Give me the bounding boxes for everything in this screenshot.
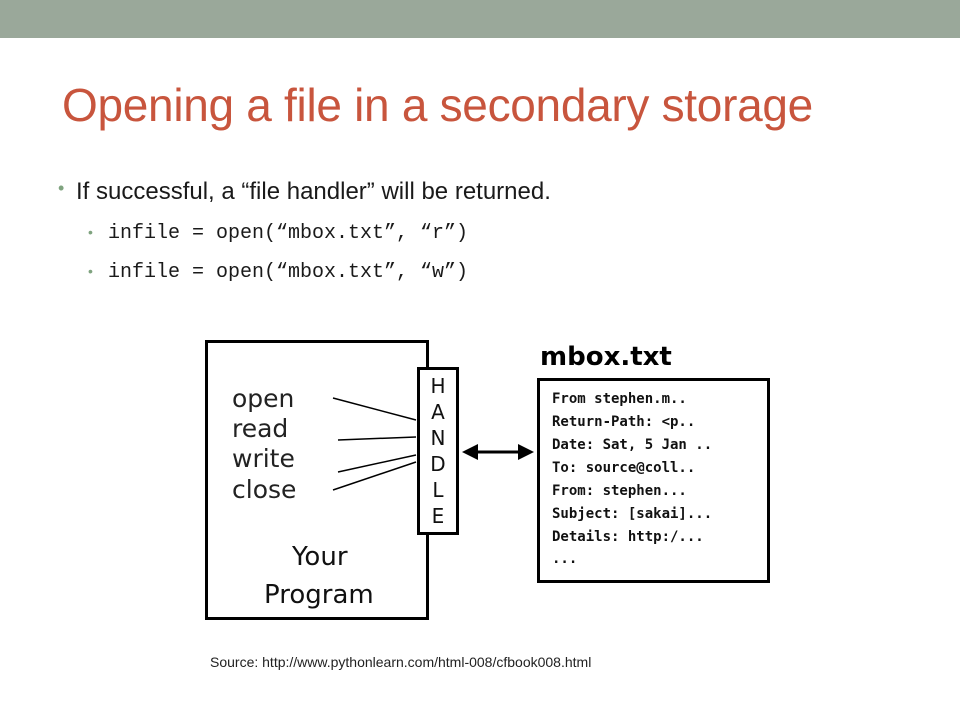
- slide-title: Opening a file in a secondary storage: [62, 79, 813, 131]
- arrow-head-left-icon: [462, 444, 478, 460]
- operation-open: open: [232, 384, 295, 413]
- handle-letter: L: [432, 478, 444, 502]
- handle-letter: H: [430, 374, 446, 398]
- file-line: Details: http:/...: [552, 529, 704, 545]
- source-citation: Source: http://www.pythonlearn.com/html-…: [210, 654, 592, 670]
- connector-close: [332, 461, 417, 491]
- program-box: [205, 340, 429, 620]
- handle-letter: D: [430, 452, 446, 476]
- file-line: Date: Sat, 5 Jan ..: [552, 437, 713, 453]
- handle-letter: A: [431, 400, 445, 424]
- top-accent-bar: [0, 0, 960, 38]
- operation-close: close: [232, 475, 297, 504]
- connector-write: [337, 454, 417, 473]
- bullet-main-text: If successful, a “file handler” will be …: [76, 178, 551, 205]
- file-line: From stephen.m..: [552, 391, 687, 407]
- operation-write: write: [232, 444, 295, 473]
- file-line: Subject: [sakai]...: [552, 506, 713, 522]
- code-bullet-write: • infile = open(“mbox.txt”, “w”): [88, 261, 469, 284]
- bullet-dot-icon: •: [88, 224, 93, 240]
- file-line: To: source@coll..: [552, 460, 696, 476]
- connector-open: [332, 397, 417, 421]
- file-line: From: stephen...: [552, 483, 687, 499]
- arrow-head-right-icon: [518, 444, 534, 460]
- file-line: Return-Path: <p..: [552, 414, 696, 430]
- bullet-main: • If successful, a “file handler” will b…: [58, 178, 551, 206]
- handle-letter: N: [430, 426, 446, 450]
- file-line: ...: [552, 551, 578, 567]
- code-line-write: infile = open(“mbox.txt”, “w”): [108, 261, 469, 284]
- code-line-read: infile = open(“mbox.txt”, “r”): [108, 222, 469, 245]
- handle-letter: E: [431, 504, 445, 528]
- bullet-dot-icon: •: [58, 178, 65, 198]
- operation-read: read: [232, 414, 289, 443]
- code-bullet-read: • infile = open(“mbox.txt”, “r”): [88, 222, 469, 245]
- handle-box: H A N D L E: [417, 367, 459, 535]
- bullet-dot-icon: •: [88, 263, 93, 279]
- file-contents-box: From stephen.m.. Return-Path: <p.. Date:…: [537, 378, 770, 583]
- program-label-your: Your: [292, 542, 348, 572]
- program-label-program: Program: [264, 580, 374, 610]
- file-name: mbox.txt: [540, 342, 672, 372]
- connector-read: [337, 436, 417, 441]
